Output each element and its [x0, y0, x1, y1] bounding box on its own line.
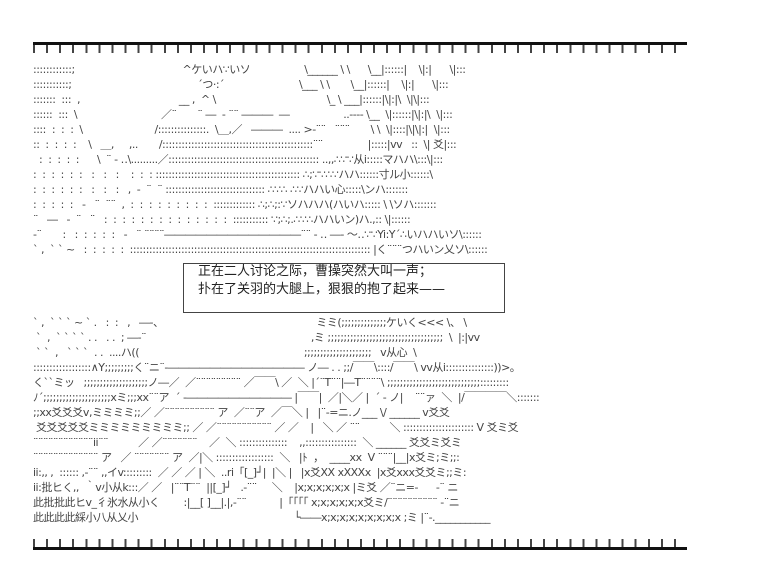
- ascii-art-line: : : : : : \ ¨ ‐ ‥\.........／::::::::::::…: [33, 153, 443, 166]
- ascii-art-line: 此批批此ヒv_彳氷水从小く :|__[ ]__|.|,‐¨¨ |「「「「 x;x…: [33, 496, 460, 509]
- ascii-art-line: 此此此此綵小八从乂小 └――x;x;x;x;x;x;x;x;x ;ミ |¨‐._…: [33, 511, 491, 524]
- ascii-art-line: :::: : : : \ /:::::::::::::::. \＿,／ ――― …: [33, 123, 450, 136]
- caption-box: 正在二人讨论之际，曹操突然大叫一声； 扑在了关羽的大腿上，狠狠的抱了起来——: [183, 263, 505, 313]
- ascii-art-line: 爻爻爻爻爻ミミミミミミミミミ;; ／ ／¨¨¨¨¨¨¨¨¨¨¨ ／ ／ | ＼ …: [33, 421, 519, 434]
- ascii-art-line: :::::: ::: \ ／¨ ¨ ― ‐ ¨¨ ――― ― ..---- \_…: [33, 108, 453, 121]
- ascii-art-line: :::::::::::; ´つ·:´ \___ \ \ \__|::::::| …: [33, 78, 449, 91]
- top-ruler-divider: [33, 42, 687, 53]
- ascii-art-line: ` , ` ` ~ : : : : : ::::::::::::::::::::…: [33, 243, 488, 256]
- ascii-art-line: ¨¨¨¨¨¨¨¨¨¨¨¨¨ ア ／ ¨¨¨¨¨¨¨ ア ／|＼ ::::::::…: [33, 451, 460, 464]
- ascii-art-line: ` , ` ` ` ~ ` . : : , ―‐、 ミミ(;;;;;;;;;;;…: [33, 316, 467, 329]
- ascii-art-line: : : : : : : : : : : : : ::::::::::::::::…: [33, 168, 433, 181]
- ascii-art-line: ` , ` ` ` ` . . . . ; ―‐¨ ,ミ ;;;;;;;;;;;…: [33, 331, 480, 344]
- ascii-art-scene: ::::::::::::; ^ケいハ∵いソ \______ \ \ \__|::…: [33, 62, 687, 534]
- ascii-art-line: ii:批ヒく,, ｀v小从k:::／ ／ |¨¨T¨¨ ||[_]┘ .‐¨¨ …: [33, 481, 458, 494]
- ascii-art-line: :: : : : : \ ＿, ,.. /:::::::::::::::::::…: [33, 138, 457, 151]
- ascii-art-line: : : : : : : : : : , ‐ ¨ ¨ ::::::::::::::…: [33, 183, 408, 196]
- ascii-art-line: ﾉ´;;;;;;;;;;;;;;;;;;;;;xミ;;;xx¨¨ア ´ ‐―――…: [33, 391, 540, 404]
- ascii-art-line: く``ミッ ;;;;;;;;;;;;;;;;;;;;ノ―／ ／¨¨¨¨¨¨¨¨¨…: [33, 376, 509, 389]
- ascii-art-line: ` ` , ` ` ` . . ....ハ(( ;;;;;;;;;;;;;;;;…: [33, 346, 417, 359]
- ascii-art-line: ii:,, , :::::: ,‐¨¨ ,,イv::::::::: ／ ／ ／ …: [33, 466, 467, 479]
- ascii-art-line: ;;xx爻爻爻v,ミミミミ;;／ ／¨¨¨¨¨¨¨¨¨¨ ア ／¨¨ア ／￣＼ …: [33, 406, 450, 419]
- ascii-art-line: ¨ ― ‐ ¨ ¨ : : : : : : : : : : : : : : ::…: [33, 213, 411, 226]
- ascii-art-line: ::::::::::::::::::∧Y;;;;;;;;;く¨ニ¨‐――――――…: [33, 361, 521, 374]
- ascii-art-line: ::::::::::::; ^ケいハ∵いソ \______ \ \ \__|::…: [33, 63, 466, 76]
- ascii-art-line: ::::::: ::: , __ , ^ \ \_ \ ___|::::::|\…: [33, 93, 430, 106]
- ascii-art-line: : : : : : ‐ ¨ ¨¨ , : : : : : : : : : :::…: [33, 198, 437, 211]
- caption-line-2: 扑在了关羽的大腿上，狠狠的抱了起来——: [198, 282, 446, 297]
- ascii-art-line: ‐¨ : : : : : : ‐ ¨ ¨¨¨¨―――――――――――――¨¨ ‐…: [33, 228, 482, 241]
- ascii-art-line: ¨¨¨¨¨¨¨¨¨¨¨¨ii¨¨ ／ ／¨¨¨¨¨¨¨ ／ ＼ ::::::::…: [33, 436, 462, 449]
- bottom-ruler-divider: [33, 539, 687, 550]
- caption-line-1: 正在二人讨论之际，曹操突然大叫一声；: [198, 264, 433, 279]
